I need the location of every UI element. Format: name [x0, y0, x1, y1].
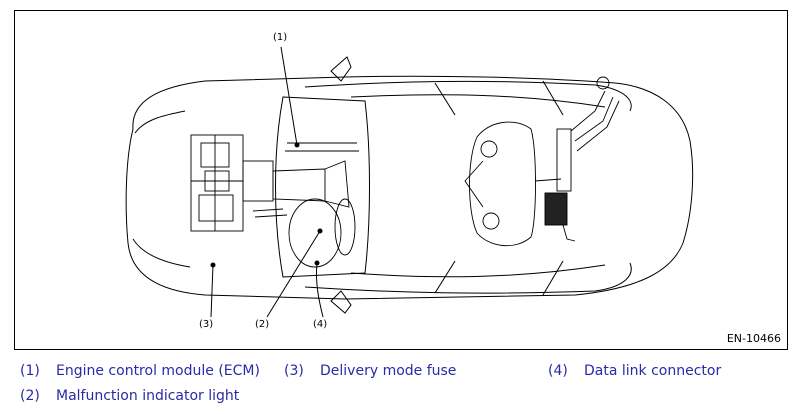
- leader-line-2: [266, 230, 321, 318]
- legend-number: (3): [284, 363, 304, 379]
- legend-label: Data link connector: [584, 363, 722, 379]
- legend-item-3: (3) Delivery mode fuse: [284, 363, 456, 379]
- windshield: [275, 96, 370, 278]
- door-line: [542, 80, 564, 116]
- legend-number: (2): [20, 388, 40, 404]
- rear-line: [134, 110, 186, 134]
- rear-line-lower: [132, 238, 191, 268]
- dashboard-components: [285, 142, 359, 268]
- roof-rail-bottom: [350, 264, 606, 278]
- legend-item-4: (4) Data link connector: [548, 363, 721, 379]
- fuel-tank: [464, 121, 536, 247]
- door-line: [542, 260, 564, 296]
- door-line: [434, 82, 456, 116]
- legend-label: Delivery mode fuse: [320, 363, 457, 379]
- callout-label-3: (3): [199, 319, 214, 330]
- legend-label: Malfunction indicator light: [56, 388, 240, 404]
- mirror-top: [330, 56, 352, 82]
- legend-number: (1): [20, 363, 40, 379]
- engine-block: [190, 134, 350, 232]
- figure-id: EN-10466: [726, 332, 781, 345]
- callout-label-2: (2): [255, 319, 270, 330]
- legend-label: Engine control module (ECM): [56, 363, 260, 379]
- legend-item-1: (1) Engine control module (ECM): [20, 363, 260, 379]
- cabin-bottom-line: [304, 262, 632, 294]
- callout-label-4: (4): [313, 319, 328, 330]
- car-body-outline: [125, 75, 694, 300]
- legend-number: (4): [548, 363, 568, 379]
- legend-item-2: (2) Malfunction indicator light: [20, 388, 239, 404]
- rear-components: [534, 76, 620, 242]
- callout-label-1: (1): [273, 32, 288, 43]
- leader-line-4: [316, 262, 324, 318]
- leader-line-3: [210, 264, 214, 318]
- leader-line-1: [280, 46, 298, 146]
- car-diagram: [125, 46, 694, 318]
- cabin-top-line: [304, 80, 632, 112]
- diagram-frame: (1) (2) (3) (4) EN-10466: [14, 10, 788, 350]
- roof-rail-top: [350, 94, 606, 108]
- mirror-bottom: [330, 290, 352, 314]
